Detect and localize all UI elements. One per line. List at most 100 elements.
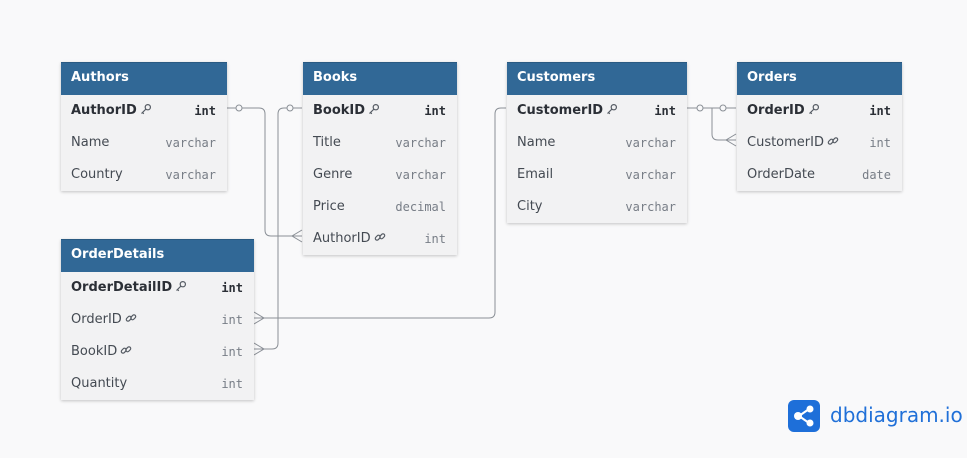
field-row[interactable]: AuthorID int bbox=[303, 223, 457, 255]
many-marker bbox=[725, 133, 737, 147]
field-name: Name bbox=[71, 135, 109, 150]
field-row[interactable]: AuthorID int bbox=[61, 95, 227, 127]
field-type: int bbox=[869, 136, 891, 150]
many-marker bbox=[291, 229, 303, 243]
one-marker bbox=[235, 104, 243, 112]
one-marker bbox=[696, 104, 704, 112]
table-header[interactable]: Customers bbox=[507, 62, 687, 95]
field-row[interactable]: Name varchar bbox=[61, 127, 227, 159]
key-icon bbox=[368, 103, 380, 115]
field-row[interactable]: Price decimal bbox=[303, 191, 457, 223]
field-name: City bbox=[517, 199, 542, 214]
field-name-text: BookID bbox=[313, 103, 366, 118]
field-name-text: OrderDetailID bbox=[71, 280, 173, 295]
table-header[interactable]: Orders bbox=[737, 62, 902, 95]
link-icon bbox=[827, 135, 839, 147]
field-type: varchar bbox=[165, 168, 216, 182]
field-type: decimal bbox=[395, 200, 446, 214]
field-name: OrderDetailID bbox=[71, 280, 187, 295]
one-marker bbox=[286, 104, 294, 112]
field-type: int bbox=[654, 104, 676, 118]
share-icon bbox=[788, 400, 820, 432]
field-type: varchar bbox=[625, 200, 676, 214]
connector-customers-orders-branch bbox=[711, 108, 736, 141]
table-header[interactable]: Books bbox=[303, 62, 457, 95]
field-row[interactable]: CustomerID int bbox=[507, 95, 687, 127]
field-type: varchar bbox=[395, 136, 446, 150]
field-name-text: Country bbox=[71, 167, 123, 182]
field-name: Email bbox=[517, 167, 553, 182]
field-name: BookID bbox=[313, 103, 380, 118]
field-name-text: City bbox=[517, 199, 543, 214]
field-row[interactable]: Country varchar bbox=[61, 159, 227, 191]
field-name-text: Name bbox=[517, 135, 556, 150]
field-name-text: Title bbox=[313, 135, 341, 150]
field-row[interactable]: Name varchar bbox=[507, 127, 687, 159]
key-icon bbox=[140, 103, 152, 115]
table-header[interactable]: OrderDetails bbox=[61, 239, 254, 272]
field-type: int bbox=[424, 232, 446, 246]
field-name-text: OrderID bbox=[71, 312, 122, 327]
field-type: int bbox=[221, 313, 243, 327]
field-name-text: CustomerID bbox=[517, 103, 604, 118]
field-type: int bbox=[221, 377, 243, 391]
field-name-text: AuthorID bbox=[313, 231, 371, 246]
field-name-text: Email bbox=[517, 167, 554, 182]
field-row[interactable]: OrderDetailID int bbox=[61, 272, 254, 304]
field-type: varchar bbox=[165, 136, 216, 150]
key-icon bbox=[175, 280, 187, 292]
field-name-text: AuthorID bbox=[71, 103, 137, 118]
field-name: CustomerID bbox=[517, 103, 618, 118]
field-row[interactable]: Title varchar bbox=[303, 127, 457, 159]
field-name-text: CustomerID bbox=[747, 135, 824, 150]
connector-authors-books bbox=[227, 107, 302, 237]
link-icon bbox=[125, 312, 137, 324]
field-type: varchar bbox=[395, 168, 446, 182]
field-row[interactable]: Quantity int bbox=[61, 368, 254, 400]
field-name-text: Genre bbox=[313, 167, 353, 182]
field-row[interactable]: CustomerID int bbox=[737, 127, 902, 159]
link-icon bbox=[120, 344, 132, 356]
field-row[interactable]: Genre varchar bbox=[303, 159, 457, 191]
field-row[interactable]: OrderID int bbox=[61, 304, 254, 336]
field-name: Title bbox=[313, 135, 341, 150]
field-type: int bbox=[194, 104, 216, 118]
field-type: int bbox=[424, 104, 446, 118]
connector-books-orderdetails bbox=[254, 107, 302, 350]
field-name: AuthorID bbox=[71, 103, 152, 118]
field-name: Price bbox=[313, 199, 345, 214]
field-name: AuthorID bbox=[313, 231, 386, 246]
field-name: OrderID bbox=[747, 103, 820, 118]
field-name-text: Price bbox=[313, 199, 345, 214]
field-name-text: Quantity bbox=[71, 376, 128, 391]
key-icon bbox=[606, 103, 618, 115]
table-header[interactable]: Authors bbox=[61, 62, 227, 95]
field-type: date bbox=[862, 168, 891, 182]
one-marker bbox=[719, 104, 727, 112]
key-icon bbox=[808, 103, 820, 115]
connector-customers-orderdetails bbox=[254, 107, 506, 319]
many-marker bbox=[253, 342, 265, 356]
many-marker bbox=[253, 311, 265, 325]
field-name: OrderID bbox=[71, 312, 137, 327]
logo-text: dbdiagram.io bbox=[830, 403, 963, 427]
field-name: CustomerID bbox=[747, 135, 839, 150]
field-name-text: OrderID bbox=[747, 103, 805, 118]
field-type: varchar bbox=[625, 136, 676, 150]
field-row[interactable]: BookID int bbox=[303, 95, 457, 127]
field-row[interactable]: City varchar bbox=[507, 191, 687, 223]
field-name: BookID bbox=[71, 344, 132, 359]
field-type: int bbox=[221, 281, 243, 295]
field-name: Country bbox=[71, 167, 123, 182]
field-name: Genre bbox=[313, 167, 352, 182]
